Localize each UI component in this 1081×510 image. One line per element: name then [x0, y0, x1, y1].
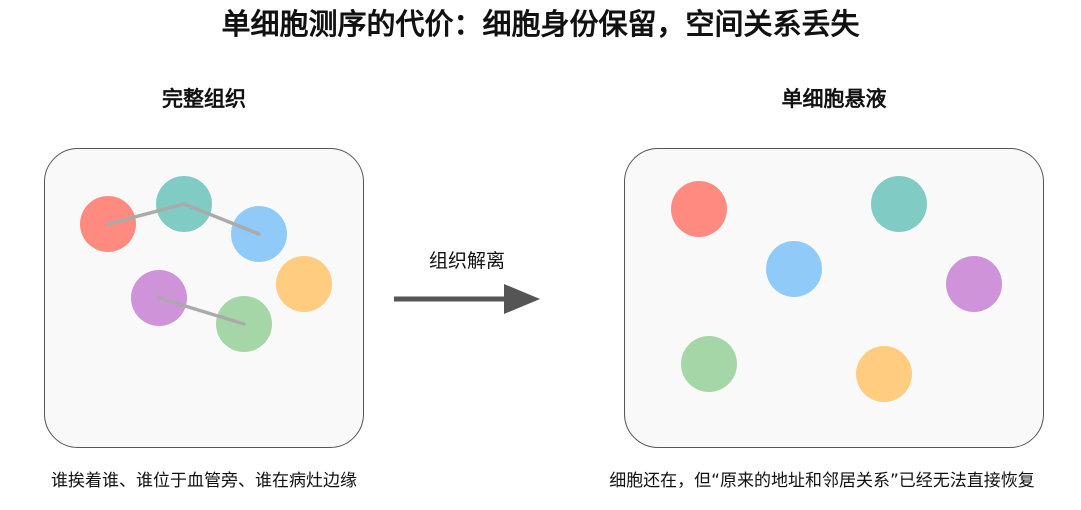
dissociation-arrow	[394, 284, 540, 314]
cell-orange	[276, 256, 332, 312]
intact-tissue-caption: 谁挨着谁、谁位于血管旁、谁在病灶边缘	[51, 471, 357, 491]
suspension-cells	[671, 176, 1002, 402]
neighbor-link-red-teal	[106, 202, 186, 226]
intact-tissue-cells	[80, 176, 332, 352]
cell-purple	[946, 256, 1002, 312]
neighbor-link-teal-blue	[182, 202, 261, 236]
cell-suspension-title: 单细胞悬液	[781, 87, 887, 111]
neighbor-links	[106, 202, 261, 326]
neighbor-link-purple-green	[157, 296, 246, 326]
cell-blue	[766, 241, 822, 297]
arrow-head	[504, 284, 540, 314]
cell-orange	[856, 346, 912, 402]
cell-green	[681, 336, 737, 392]
cell-suspension-caption: 细胞还在，但“原来的地址和邻居关系”已经无法直接恢复	[609, 471, 1035, 491]
cell-red	[671, 181, 727, 237]
intact-tissue-title: 完整组织	[162, 87, 246, 111]
cell-teal	[871, 176, 927, 232]
diagram-title: 单细胞测序的代价：细胞身份保留，空间关系丢失	[221, 7, 860, 41]
dissociation-label: 组织解离	[428, 250, 505, 272]
